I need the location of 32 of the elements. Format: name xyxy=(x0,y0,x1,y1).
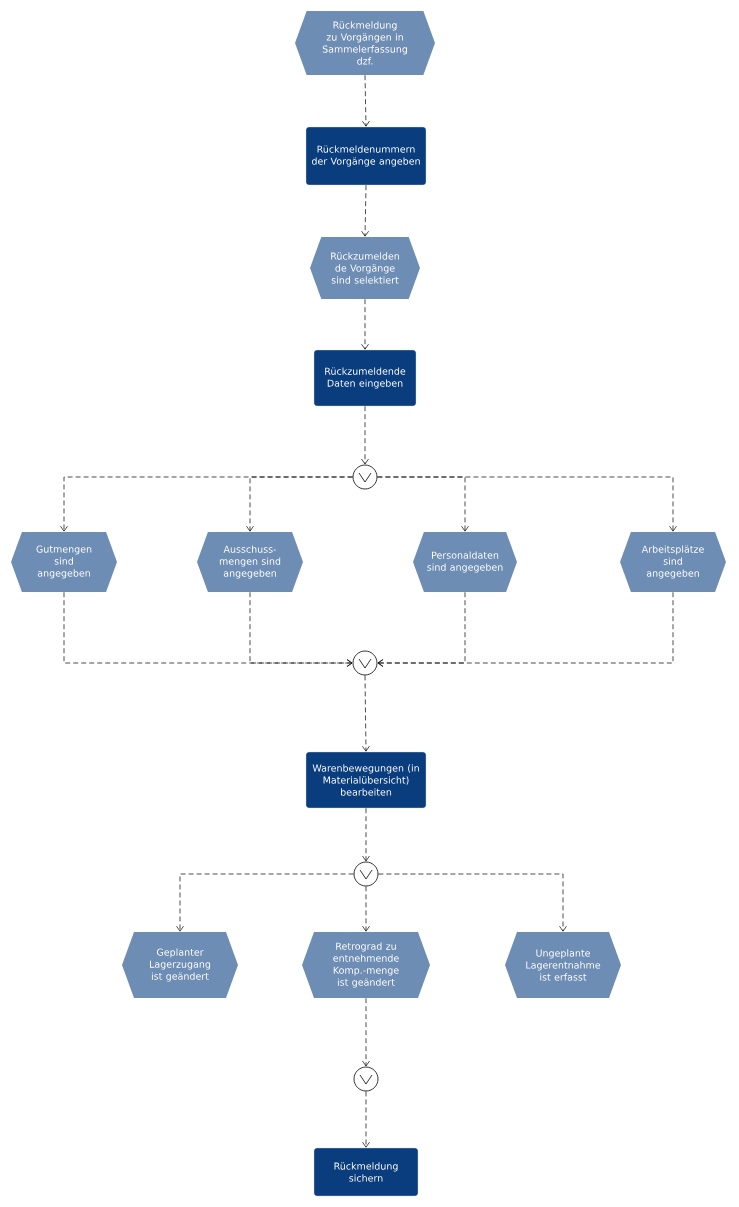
arrow xyxy=(176,873,354,932)
arrow xyxy=(378,873,567,932)
event-hexagon: Rückzumelden de Vorgänge sind selektiert xyxy=(310,237,420,299)
connector-circle xyxy=(353,861,379,887)
event-hexagon: Personaldaten sind angegeben xyxy=(413,532,517,592)
arrow xyxy=(362,74,370,127)
arrow xyxy=(377,591,674,667)
arrow xyxy=(362,1091,370,1148)
function-box: Warenbewegungen (in Materialübersicht) bearbeiten xyxy=(305,751,427,809)
arrow xyxy=(377,476,677,532)
event-hexagon: Ungeplante Lagerentnahme ist erfasst xyxy=(505,932,621,998)
event-hexagon: Rückmeldung zu Vorgängen in Sammelerfassung dzf. xyxy=(295,11,435,75)
event-hexagon: Arbeitsplätze sind angegeben xyxy=(620,532,726,592)
event-hexagon: Ausschuss-mengen sind angegeben xyxy=(197,532,303,592)
event-hexagon: Retrograd zu entnehmende Komp.-menge ist geändert xyxy=(302,932,430,998)
arrow xyxy=(361,184,369,237)
connector-circle xyxy=(353,1066,379,1092)
connector-circle xyxy=(352,650,378,676)
event-hexagon: Gutmengen sind angegeben xyxy=(11,532,117,592)
arrow xyxy=(246,476,353,532)
connector-circle xyxy=(352,464,378,490)
function-box: Rückmeldenummern der Vorgänge angeben xyxy=(305,126,427,186)
arrow xyxy=(361,298,369,350)
function-box: Rückmeldung sichern xyxy=(313,1147,419,1197)
arrow xyxy=(362,886,370,932)
arrow xyxy=(362,997,370,1067)
function-box: Rückzumeldende Daten eingeben xyxy=(313,349,417,407)
arrow xyxy=(361,405,369,465)
event-hexagon: Geplanter Lagerzugang ist geändert xyxy=(122,932,238,998)
arrow xyxy=(249,591,353,667)
arrow xyxy=(362,675,370,752)
arrow xyxy=(362,807,370,862)
